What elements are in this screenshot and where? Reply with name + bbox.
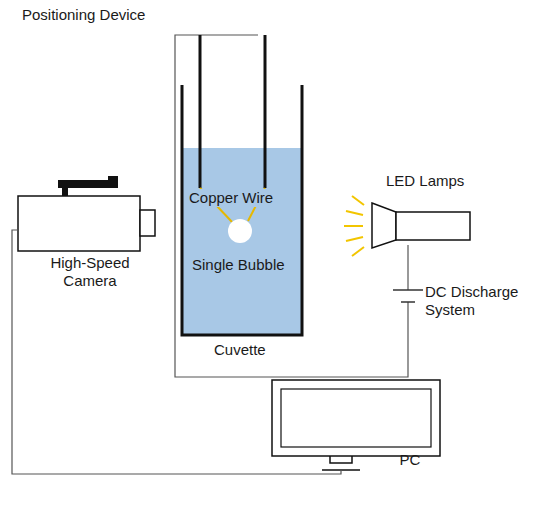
part-label: Copper Wire (187, 189, 275, 207)
device-label: Positioning Device (22, 6, 145, 24)
camera-lens (140, 210, 155, 236)
discharge-lead (407, 245, 408, 290)
camera-handle-post (62, 188, 68, 196)
lamp-body (396, 212, 470, 240)
battery-plate (393, 289, 423, 291)
monitor-screen (281, 389, 431, 447)
camera-device: High-Speed Camera (18, 176, 158, 294)
lamp-head (372, 203, 396, 248)
monitor-frame (272, 380, 440, 456)
part-label: Cuvette (214, 341, 266, 359)
light-ray (352, 247, 364, 256)
copper-wire (264, 35, 267, 188)
positioning-frame (175, 35, 408, 377)
signal-cable (12, 230, 341, 474)
device-label: High-Speed Camera (40, 254, 140, 290)
pc-device: PC (272, 378, 440, 470)
light-ray (344, 225, 363, 227)
light-ray (352, 196, 364, 205)
bubble (228, 219, 252, 243)
camera-handle-post (108, 176, 118, 188)
part-label: Single Bubble (190, 256, 287, 274)
part-label: LED Lamps (386, 172, 464, 190)
part-label: DC Discharge System (425, 283, 535, 319)
light-ray (346, 237, 363, 241)
device-label: PC (390, 451, 430, 469)
monitor-stand (322, 456, 360, 470)
battery-plate (401, 301, 415, 303)
copper-wire (199, 35, 202, 188)
camera-body (18, 196, 140, 251)
light-rays (344, 196, 364, 256)
light-ray (346, 211, 363, 215)
